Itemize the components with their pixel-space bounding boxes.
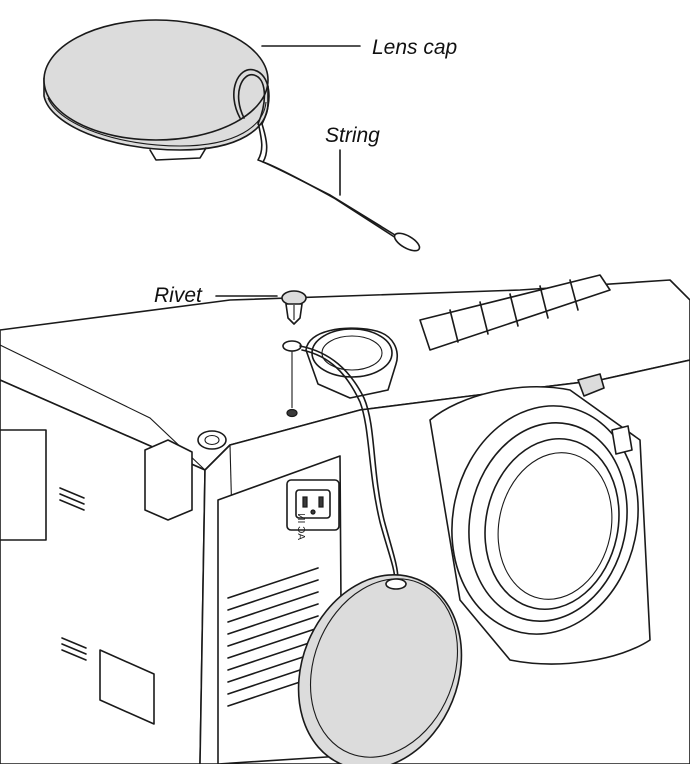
rivet-label: Rivet	[154, 284, 202, 307]
top-vents	[419, 274, 611, 351]
vent-slits-inlet	[227, 567, 319, 707]
cap-holder	[305, 327, 398, 399]
hanging-lens-cap	[297, 573, 463, 769]
ac-in-label: AC IN	[295, 513, 306, 540]
lens-cap-detail	[43, 19, 269, 161]
string-label: String	[325, 124, 380, 147]
vent-slits-left	[59, 487, 87, 661]
rivet-part	[281, 290, 307, 418]
string-on-projector	[299, 345, 399, 583]
string-detail	[233, 68, 421, 252]
projector-lens	[429, 373, 651, 665]
lens-cap-label: Lens cap	[372, 36, 458, 59]
